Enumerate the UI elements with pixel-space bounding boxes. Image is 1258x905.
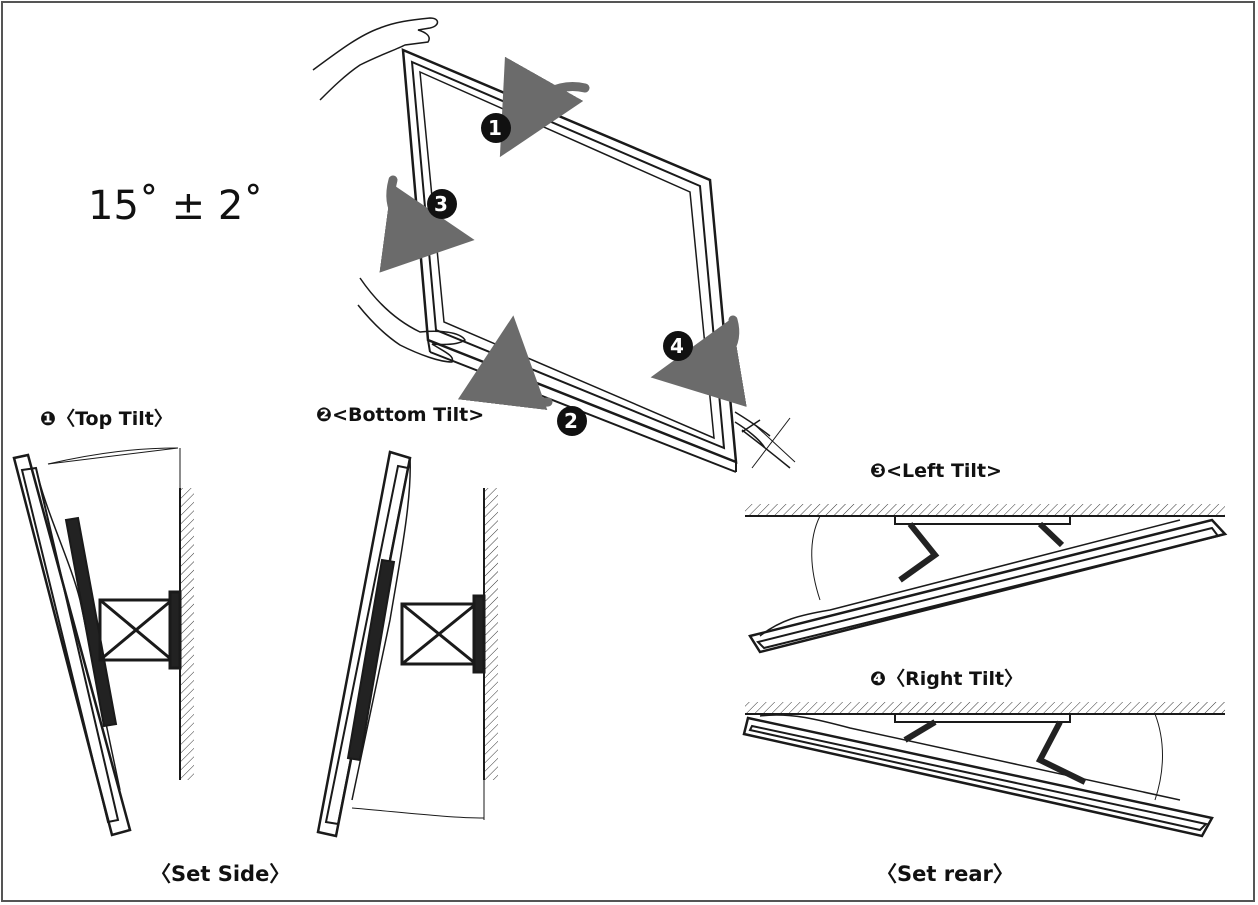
tilt-angle-text: 15˚ ± 2˚ bbox=[88, 183, 264, 229]
step-badges bbox=[427, 113, 693, 436]
side-view-top-tilt bbox=[12, 447, 194, 837]
step-badge-4 bbox=[663, 331, 693, 361]
step-badge-1 bbox=[481, 113, 511, 143]
caption-set-rear: 〈Set rear〉 bbox=[876, 862, 1014, 886]
rear-view-left-tilt bbox=[745, 504, 1228, 654]
label-bottom-tilt: ❷<Bottom Tilt> bbox=[316, 404, 485, 426]
label-right-tilt: ❹〈Right Tilt〉 bbox=[870, 668, 1024, 690]
step-badge-2 bbox=[557, 406, 587, 436]
hands-illustration bbox=[312, 17, 796, 469]
step-number-2: 2 bbox=[564, 409, 578, 433]
side-view-bottom-tilt bbox=[316, 450, 498, 838]
step-number-1: 1 bbox=[488, 116, 502, 140]
label-top-tilt: ❶〈Top Tilt〉 bbox=[40, 408, 173, 430]
caption-set-side: 〈Set Side〉 bbox=[150, 862, 291, 886]
rotation-arrows bbox=[379, 56, 747, 411]
step-number-4: 4 bbox=[670, 334, 684, 358]
label-left-tilt: ❸<Left Tilt> bbox=[870, 460, 1002, 482]
rear-view-right-tilt bbox=[742, 702, 1225, 838]
step-number-3: 3 bbox=[434, 192, 448, 216]
step-badge-3 bbox=[427, 189, 457, 219]
